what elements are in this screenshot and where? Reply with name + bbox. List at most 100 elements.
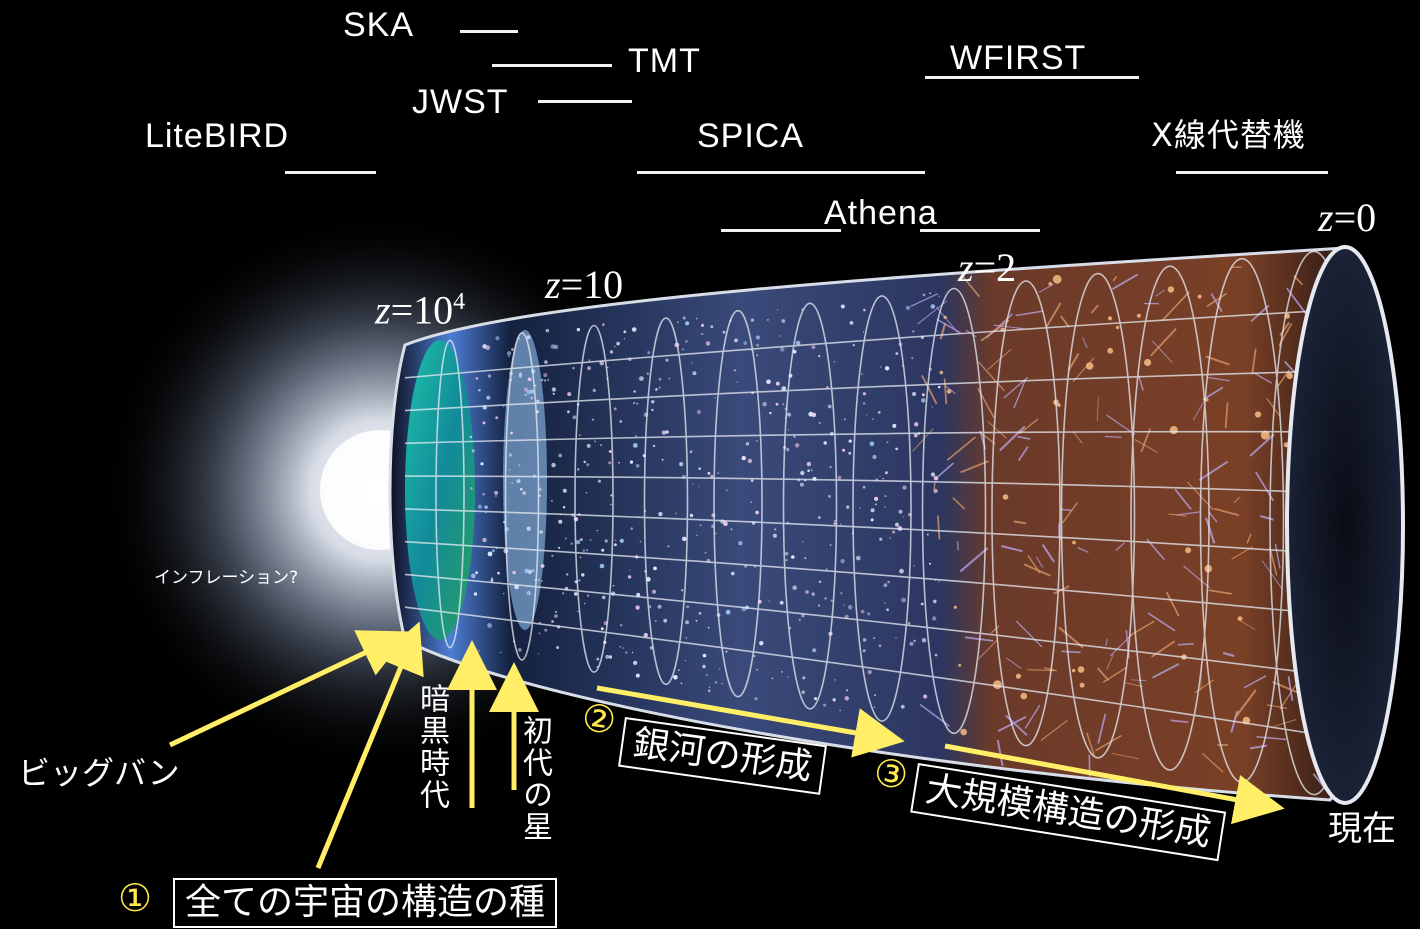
star-dot — [577, 468, 580, 471]
filament — [1102, 666, 1127, 683]
star-dot — [684, 659, 687, 662]
grid-line — [404, 606, 1346, 740]
filament — [1072, 431, 1083, 444]
filament — [1086, 732, 1096, 757]
star-dot — [930, 304, 936, 309]
star-dot — [633, 390, 636, 393]
star-dot — [692, 371, 697, 376]
star-dot — [861, 373, 863, 375]
star-dot — [901, 597, 906, 603]
star-dot — [926, 533, 929, 536]
star-dot — [594, 440, 596, 443]
cluster-node — [1115, 325, 1120, 330]
grid-line — [404, 508, 1346, 556]
star-dot — [514, 584, 519, 590]
cluster-node — [1015, 673, 1022, 679]
star-dot — [610, 494, 613, 497]
star-dot — [839, 709, 841, 712]
filament — [999, 425, 1026, 452]
star-dot — [840, 523, 842, 525]
star-dot — [610, 503, 612, 506]
star-dot — [585, 492, 588, 494]
star-dot — [702, 664, 706, 669]
cluster-node — [1237, 616, 1243, 621]
filament — [1155, 289, 1166, 297]
star-dot — [490, 577, 494, 580]
filament — [1067, 352, 1080, 371]
star-dot — [723, 521, 728, 526]
star-dot — [682, 316, 686, 320]
structure-formation-arrow — [944, 743, 1285, 825]
star-dot — [484, 505, 488, 509]
star-dot — [705, 674, 708, 676]
star-dot — [710, 325, 714, 329]
filament — [1112, 275, 1118, 282]
star-dot — [830, 599, 833, 602]
filament — [1147, 612, 1176, 632]
star-dot — [632, 401, 636, 405]
star-dot — [582, 549, 586, 552]
star-dot — [914, 422, 919, 427]
star-dot — [826, 386, 829, 389]
star-dot — [771, 677, 774, 680]
star-dot — [902, 485, 907, 490]
filament — [1259, 514, 1274, 521]
star-dot — [526, 590, 531, 596]
star-dot — [555, 610, 558, 613]
star-dot — [762, 402, 767, 407]
star-dot — [840, 592, 843, 595]
star-dot — [699, 524, 702, 526]
star-dot — [929, 292, 931, 295]
cluster-node — [1052, 274, 1062, 284]
star-dot — [856, 555, 861, 561]
filament — [1077, 547, 1089, 553]
star-dot — [635, 605, 640, 610]
galaxy-formation-arrow — [596, 685, 905, 758]
grid-line — [404, 475, 1346, 495]
star-dot — [658, 386, 661, 389]
star-dot — [633, 660, 638, 666]
star-dot — [478, 388, 481, 392]
star-dot — [843, 418, 846, 421]
filament — [1015, 620, 1043, 648]
star-dot — [849, 321, 854, 325]
star-dot — [708, 686, 711, 688]
star-dot — [895, 352, 899, 356]
star-dot — [779, 347, 785, 352]
star-dot — [586, 549, 589, 552]
filament — [977, 639, 998, 660]
star-dot — [756, 440, 758, 442]
star-dot — [872, 454, 877, 460]
star-dot — [743, 341, 747, 345]
star-dot — [497, 571, 500, 575]
grid-line — [404, 430, 1346, 445]
star-dot — [833, 360, 836, 363]
filament — [1279, 684, 1297, 710]
star-dot — [827, 494, 831, 498]
star-dot — [581, 573, 585, 577]
cluster-node — [1107, 316, 1113, 321]
star-dot — [933, 475, 939, 481]
star-dot — [537, 652, 540, 655]
star-dot — [502, 405, 505, 408]
star-dot — [866, 414, 868, 416]
filament — [1013, 520, 1027, 525]
arrows — [168, 621, 1285, 869]
cluster-node — [946, 389, 952, 394]
filament — [1040, 720, 1068, 741]
star-dot — [579, 434, 581, 436]
mission-bar-ska — [460, 30, 518, 33]
star-dot — [587, 366, 591, 371]
star-dot — [884, 602, 886, 604]
star-dot — [596, 657, 600, 661]
filament — [990, 625, 1000, 634]
star-dot — [863, 308, 866, 312]
star-dot — [795, 340, 801, 346]
star-dot — [566, 573, 569, 576]
mission-bar-tmt — [492, 64, 612, 67]
star-dot — [707, 626, 710, 629]
star-dot — [878, 411, 881, 414]
star-dot — [847, 604, 853, 610]
star-dot — [756, 668, 758, 671]
cluster-node — [1002, 494, 1009, 500]
